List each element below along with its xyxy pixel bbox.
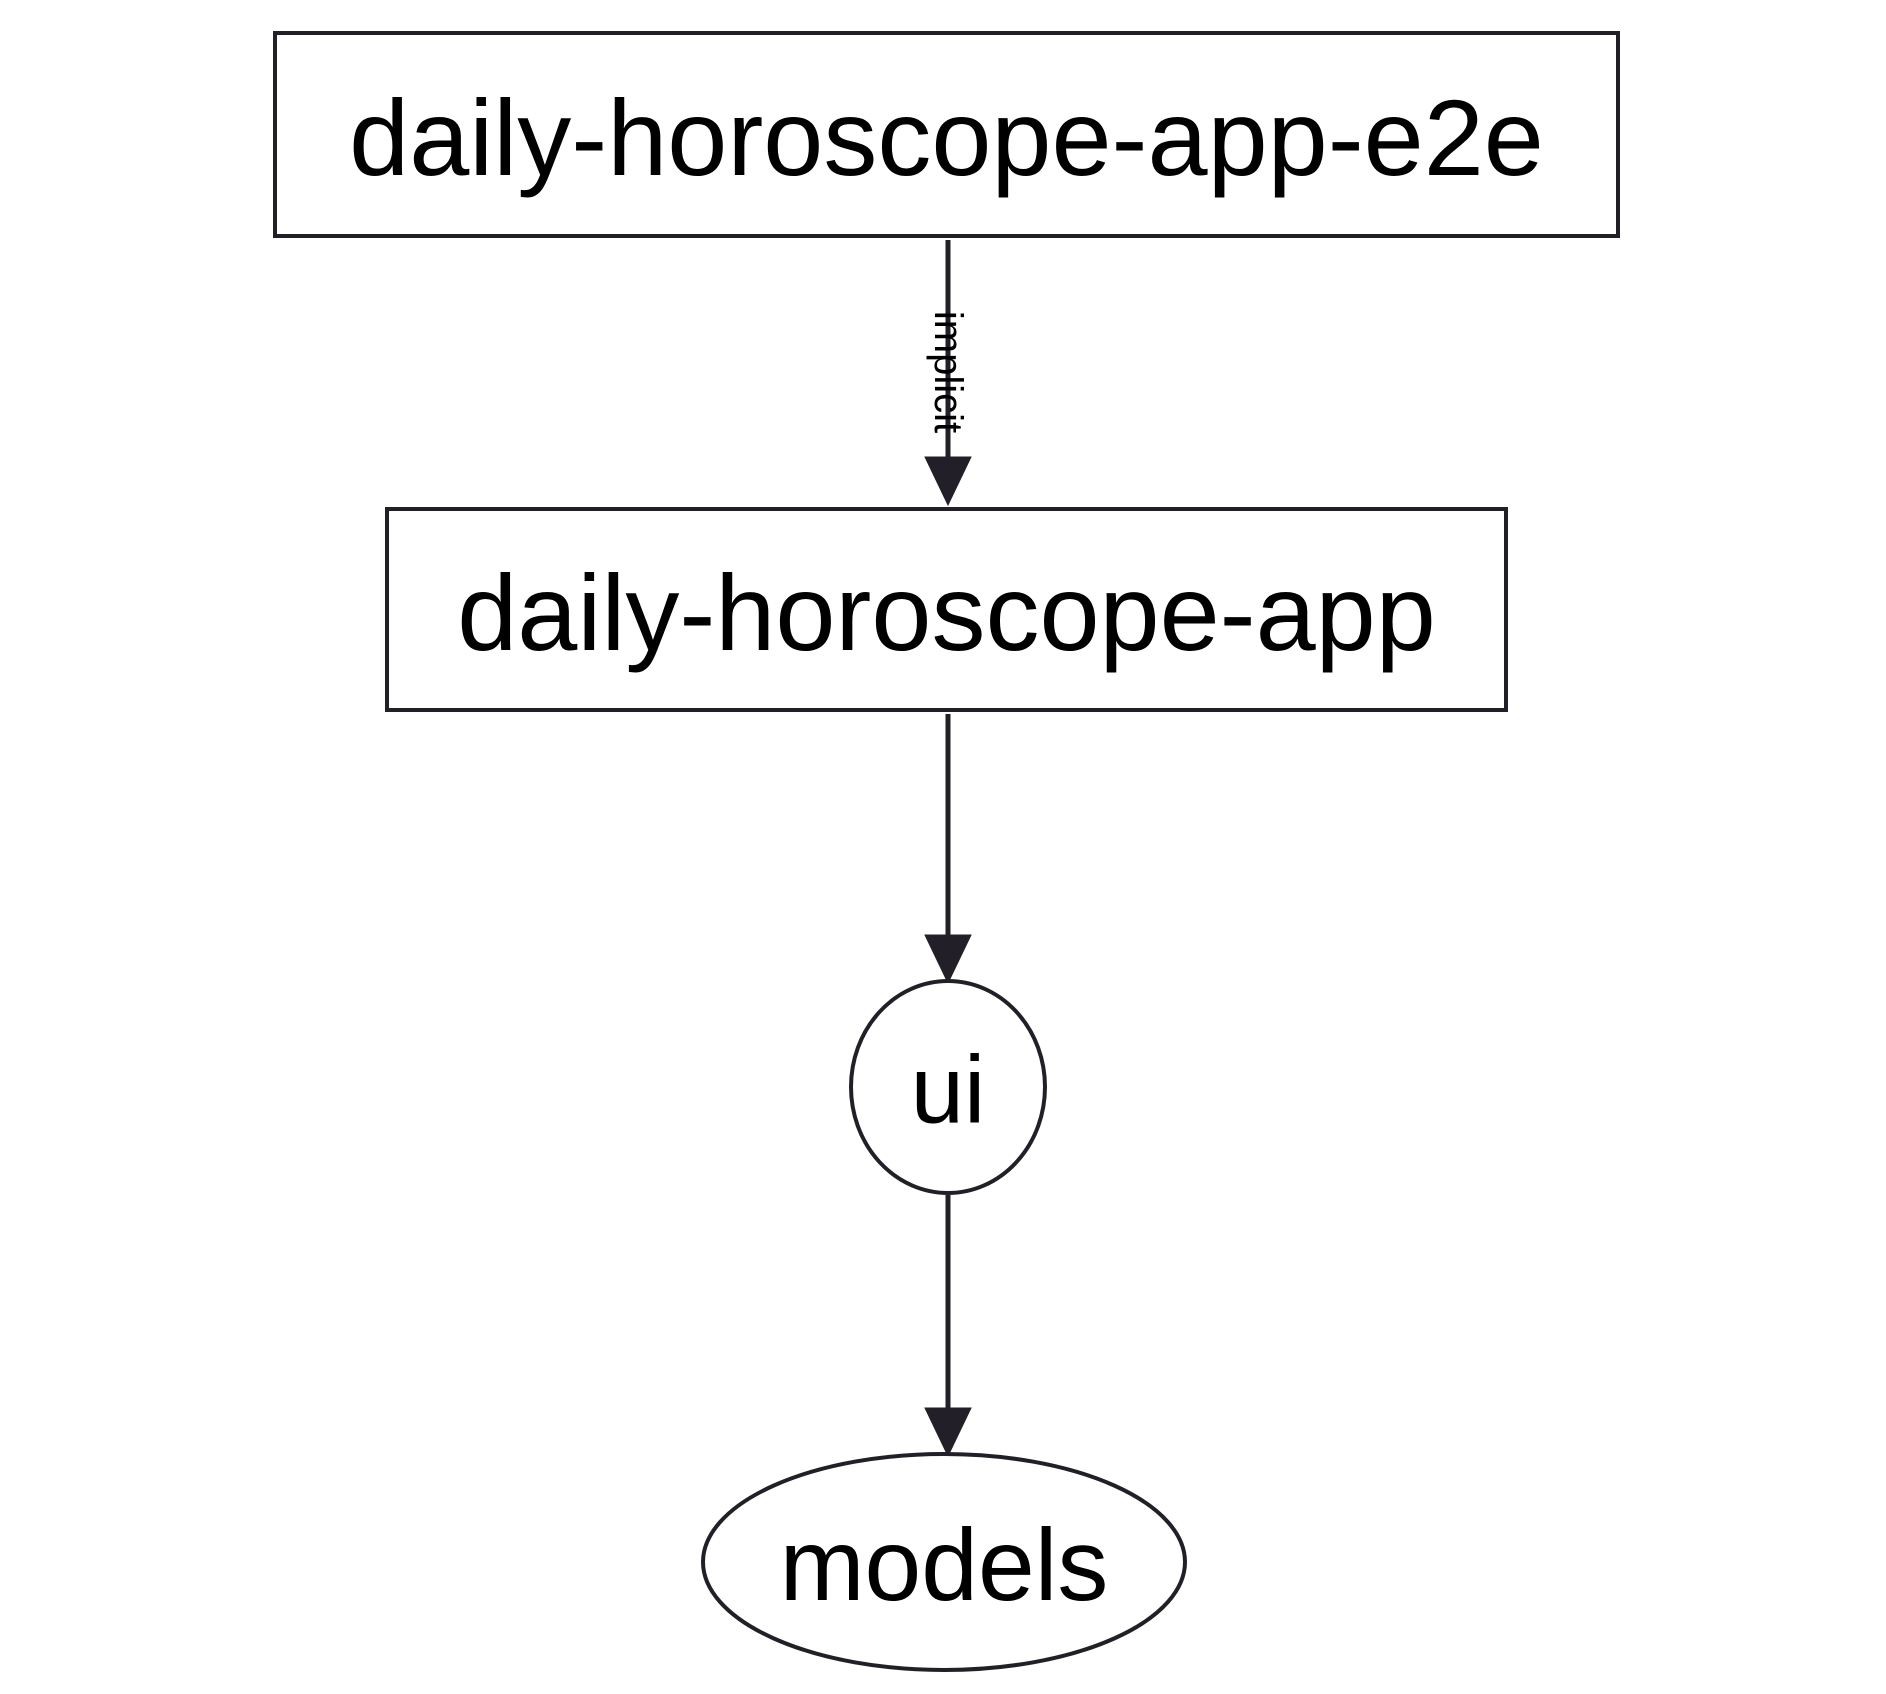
edge-label-implicit: implicit bbox=[926, 311, 970, 433]
node-ellipse-shape[interactable] bbox=[849, 979, 1047, 1195]
node-daily-horoscope-app-e2e[interactable]: daily-horoscope-app-e2e bbox=[273, 31, 1620, 238]
edge-ui-to-models[interactable] bbox=[924, 1195, 972, 1458]
node-label-daily-horoscope-app: daily-horoscope-app bbox=[457, 552, 1436, 673]
node-rectangle-shape[interactable] bbox=[273, 31, 1620, 238]
edge-arrowhead-app-to-ui bbox=[924, 934, 972, 985]
edge-arrowhead-ui-to-models bbox=[924, 1407, 972, 1458]
node-label-daily-horoscope-app-e2e: daily-horoscope-app-e2e bbox=[349, 77, 1544, 198]
node-daily-horoscope-app[interactable]: daily-horoscope-app bbox=[385, 507, 1508, 712]
node-label-models: models bbox=[780, 1508, 1109, 1622]
edge-implicit[interactable]: implicit bbox=[924, 240, 972, 507]
node-models[interactable]: models bbox=[701, 1452, 1187, 1672]
node-ellipse-shape[interactable] bbox=[701, 1452, 1187, 1672]
node-rectangle-shape[interactable] bbox=[385, 507, 1508, 712]
node-ui[interactable]: ui bbox=[849, 979, 1047, 1195]
edge-app-to-ui[interactable] bbox=[924, 714, 972, 985]
edge-arrowhead-implicit bbox=[924, 456, 972, 507]
node-label-ui: ui bbox=[911, 1037, 986, 1144]
